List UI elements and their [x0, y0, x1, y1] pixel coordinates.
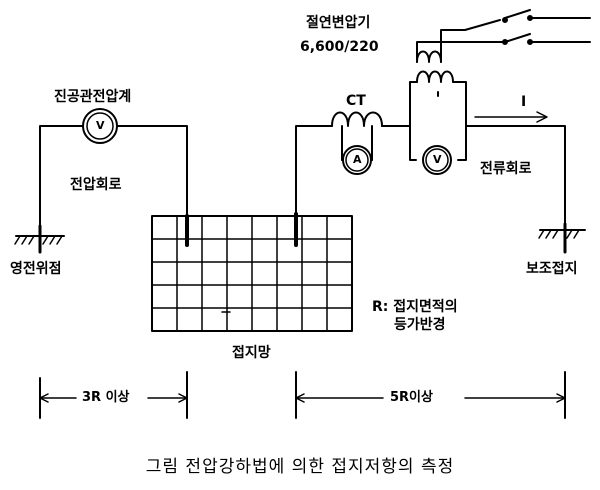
current-circuit-wire	[465, 125, 566, 241]
zero-potential-label: 영전위점	[10, 261, 62, 277]
transformer-primary-coil	[416, 29, 486, 63]
current-circuit-label: 전류회로	[480, 161, 532, 177]
meter-v-label: V	[96, 119, 105, 132]
meter-v2-label: V	[433, 153, 442, 166]
auxiliary-ground-label: 보조접지	[526, 261, 578, 277]
switch-top	[504, 9, 531, 19]
radius-label-line2: 등가반경	[394, 317, 446, 333]
transformer-label: 절연변압기	[306, 15, 371, 31]
ct-ammeter-leads	[341, 125, 373, 161]
voltage-circuit-wire	[117, 125, 188, 241]
current-circuit-wire	[295, 125, 333, 239]
transformer-secondary-leads	[409, 81, 467, 127]
ct-coil	[331, 111, 383, 127]
radius-label-line1: R: 접지면적의	[372, 299, 458, 315]
switch-bottom	[504, 33, 531, 43]
voltmeter-label: 진공관전압계	[54, 89, 132, 105]
ct-label: CT	[346, 93, 366, 109]
left-ground-hatch	[14, 235, 63, 245]
ground-mesh-grid	[151, 215, 353, 332]
voltage-circuit-wire	[39, 125, 83, 236]
ground-mesh-label: 접지망	[232, 345, 271, 361]
meter-a-label: A	[353, 153, 362, 166]
voltage-circuit-label: 전압회로	[70, 177, 122, 193]
transformer-rating-label: 6,600/220	[300, 39, 379, 55]
distance-left-label: 3R 이상	[82, 390, 130, 405]
figure-caption: 그림 전압강하법에 의한 접지저항의 측정	[145, 457, 455, 477]
current-symbol: I	[521, 94, 527, 110]
transformer-primary-winding	[416, 50, 442, 63]
transformer-secondary-winding	[416, 70, 454, 83]
distance-right-label: 5R이상	[390, 390, 433, 405]
